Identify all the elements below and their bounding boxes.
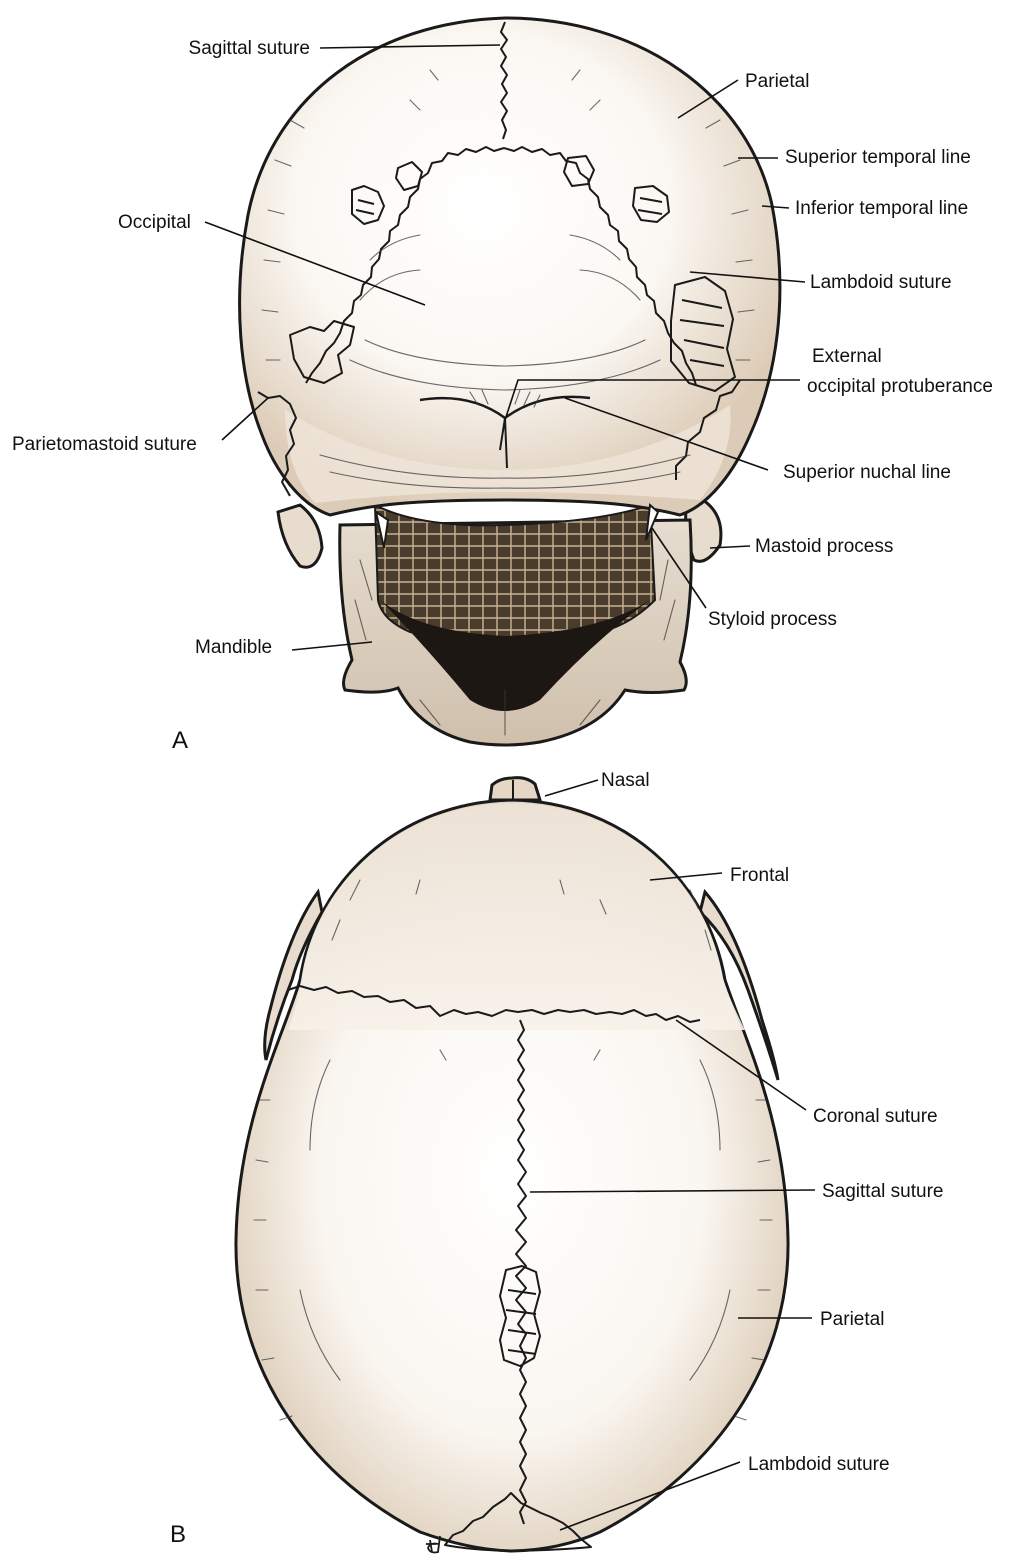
left-mastoid-process	[278, 505, 322, 567]
panel-b-skull	[236, 778, 788, 1553]
label-parietal-b: Parietal	[820, 1309, 884, 1330]
label-occipital: Occipital	[118, 212, 191, 233]
label-lambdoid-suture-a: Lambdoid suture	[810, 272, 952, 293]
label-styloid-process: Styloid process	[708, 609, 837, 630]
nasal-bone	[490, 778, 540, 800]
panel-letter-a: A	[172, 727, 188, 754]
label-mandible: Mandible	[195, 637, 272, 658]
label-coronal-suture: Coronal suture	[813, 1106, 938, 1127]
label-superior-temporal-line: Superior temporal line	[785, 147, 971, 168]
label-occipital-protuberance: occipital protuberance	[807, 376, 993, 397]
label-lambdoid-suture-b: Lambdoid suture	[748, 1454, 890, 1475]
label-superior-nuchal-line: Superior nuchal line	[783, 462, 951, 483]
label-parietal-a: Parietal	[745, 71, 809, 92]
label-parietomastoid-suture: Parietomastoid suture	[12, 434, 197, 455]
label-inferior-temporal-line: Inferior temporal line	[795, 198, 968, 219]
panel-a-skull	[240, 18, 780, 745]
label-sagittal-suture-a: Sagittal suture	[189, 38, 310, 59]
panel-letter-b: B	[170, 1521, 186, 1548]
label-external: External	[812, 346, 882, 367]
label-nasal: Nasal	[601, 770, 650, 791]
label-mastoid-process: Mastoid process	[755, 536, 893, 557]
frontal-bone	[288, 803, 745, 1030]
label-frontal: Frontal	[730, 865, 789, 886]
label-sagittal-suture-b: Sagittal suture	[822, 1181, 943, 1202]
